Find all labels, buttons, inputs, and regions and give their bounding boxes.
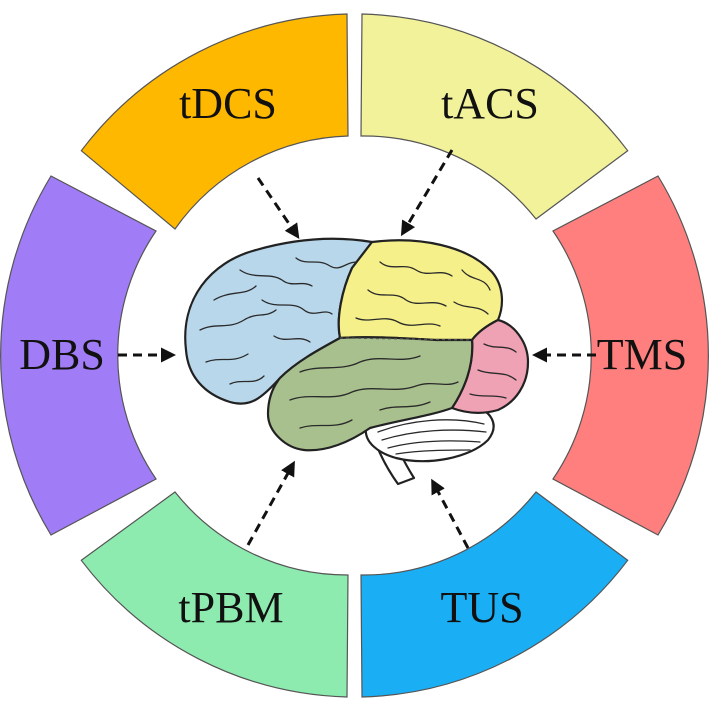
segment-tpbm[interactable]: tPBM bbox=[80, 491, 349, 698]
arrow-tdcs bbox=[256, 177, 300, 239]
segment-label-tus: TUS bbox=[440, 583, 523, 632]
brain-temporal-lobe bbox=[266, 336, 474, 452]
brain-gyri bbox=[199, 257, 517, 429]
arrow-tpbm bbox=[246, 460, 295, 546]
technique-ring: tDCS tACS TMS TUS tPBM DBS bbox=[0, 13, 709, 698]
segment-tdcs[interactable]: tDCS bbox=[80, 13, 349, 230]
segment-label-dbs: DBS bbox=[19, 330, 105, 379]
segment-label-tpbm: tPBM bbox=[178, 583, 283, 632]
segment-tms[interactable]: TMS bbox=[552, 175, 709, 536]
cerebellum-folds bbox=[377, 419, 487, 455]
arrow-tacs bbox=[400, 149, 454, 237]
segment-dbs[interactable]: DBS bbox=[0, 175, 157, 536]
segment-label-tms: TMS bbox=[597, 330, 687, 379]
arrow-tus bbox=[431, 478, 470, 549]
brain-illustration bbox=[184, 237, 530, 486]
arrows bbox=[118, 149, 596, 549]
segment-label-tacs: tACS bbox=[441, 79, 539, 128]
segment-label-tdcs: tDCS bbox=[179, 79, 277, 128]
segment-tus[interactable]: TUS bbox=[360, 491, 629, 698]
segment-tacs[interactable]: tACS bbox=[360, 13, 629, 220]
